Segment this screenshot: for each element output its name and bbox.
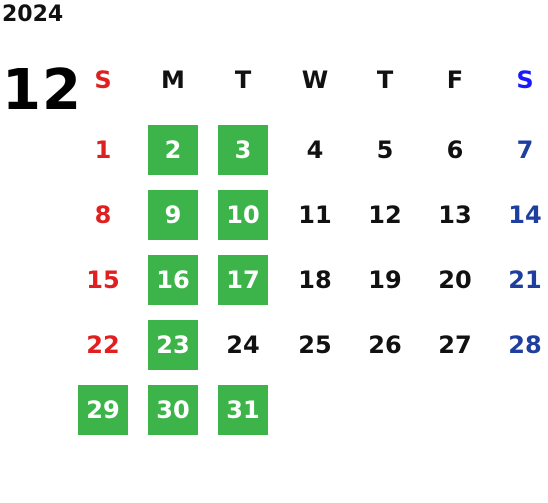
calendar-day: 24 [226,331,260,359]
calendar-day-highlighted: 10 [218,190,268,240]
calendar-day-highlighted: 30 [148,385,198,435]
calendar-day: 27 [438,331,472,359]
calendar-day: 7 [516,136,534,164]
calendar-day: 14 [508,201,542,229]
calendar-day-highlighted: 9 [148,190,198,240]
calendar-day-highlighted: 23 [148,320,198,370]
weekday-header-6: S [516,66,534,94]
year-label: 2024 [2,2,64,27]
calendar-day: 12 [368,201,402,229]
calendar-day: 13 [438,201,472,229]
calendar-day: 15 [86,266,120,294]
calendar-day: 11 [298,201,332,229]
calendar-day: 26 [368,331,402,359]
calendar-day: 20 [438,266,472,294]
calendar-day: 4 [306,136,324,164]
calendar-day: 1 [94,136,112,164]
calendar-day-highlighted: 31 [218,385,268,435]
calendar-day: 28 [508,331,542,359]
calendar-day: 18 [298,266,332,294]
calendar-day: 25 [298,331,332,359]
calendar-day: 5 [376,136,394,164]
weekday-header-0: S [94,66,112,94]
weekday-header-2: T [234,66,252,94]
calendar-day-highlighted: 16 [148,255,198,305]
weekday-header-3: W [301,66,329,94]
calendar-day: 6 [446,136,464,164]
calendar-day-highlighted: 2 [148,125,198,175]
weekday-header-4: T [376,66,394,94]
weekday-header-5: F [446,66,464,94]
calendar-day-highlighted: 29 [78,385,128,435]
calendar-day: 8 [94,201,112,229]
weekday-header-1: M [161,66,185,94]
calendar-day: 19 [368,266,402,294]
calendar-day-highlighted: 17 [218,255,268,305]
month-number: 12 [2,58,82,123]
calendar-day-highlighted: 3 [218,125,268,175]
calendar-day: 22 [86,331,120,359]
calendar-day: 21 [508,266,542,294]
